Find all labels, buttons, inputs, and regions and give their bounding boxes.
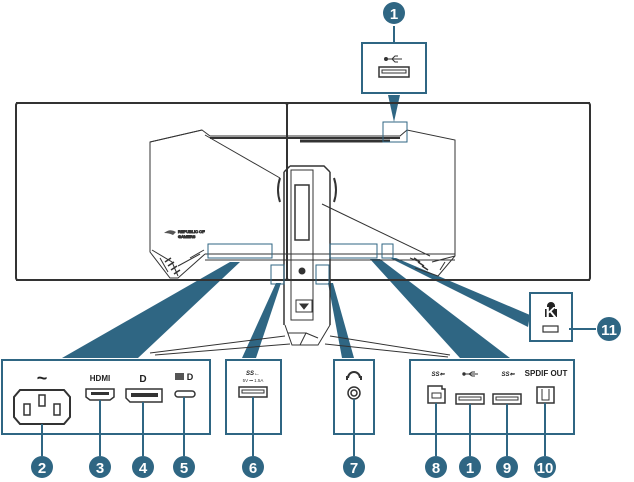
usb-a-port — [455, 393, 485, 405]
usb-c-dp-logo-icon — [175, 373, 184, 380]
usb-a-port — [378, 66, 410, 78]
stand-release-arrow — [298, 303, 310, 310]
usb3-ss-label: SS⇐ — [431, 372, 445, 378]
usb-a-port — [492, 393, 522, 405]
callout-number-badge — [383, 2, 405, 24]
rog-logo-icon — [164, 230, 176, 235]
lock-icon — [545, 302, 557, 317]
wedge-usb3 — [242, 283, 281, 358]
usb-b-icon — [427, 385, 446, 404]
callout-number-badge — [459, 456, 481, 478]
spdif-icon — [536, 386, 555, 404]
usb-icon — [462, 371, 478, 377]
callout-usb3: SS← 5V ⎓ 1.5A 6 — [225, 359, 282, 478]
callout-number: 9 — [503, 460, 511, 477]
stand-slot — [294, 184, 310, 241]
usb3-ss-label: SS⇐ — [501, 372, 515, 378]
stand-button — [298, 267, 306, 275]
callout-number: 4 — [139, 460, 148, 477]
callout-number-badge — [173, 456, 195, 478]
highlight-usb3 — [270, 264, 285, 285]
callout-right-ports: SS⇐ SS⇐ SPDIF OUT 8 1 9 — [409, 359, 575, 478]
callout-left-ports: ~ HDMI D D 2 3 4 5 — [1, 359, 211, 478]
callout-number-badge — [31, 456, 53, 478]
rog-text-line1: REPUBLIC OF — [178, 229, 205, 234]
hdmi-label: HDMI — [90, 374, 110, 383]
callout-top-usb: 1 — [361, 2, 427, 94]
callout-number-badge — [496, 456, 518, 478]
wedge-top-usb — [388, 95, 400, 122]
headphone-icon — [346, 371, 362, 380]
usb-c-icon — [174, 390, 196, 398]
callout-number-badge — [132, 456, 154, 478]
callout-number: 6 — [249, 460, 257, 477]
callout-number-badge — [597, 317, 621, 341]
lock-k-label: K — [546, 304, 557, 321]
highlight-top-usb — [382, 121, 408, 143]
wedge-right-ports — [370, 259, 510, 358]
wedge-left-ports — [62, 262, 240, 358]
callout-number-badge — [534, 456, 556, 478]
callout-number: 8 — [432, 460, 440, 477]
callout-number: 11 — [601, 322, 617, 339]
ac-symbol: ~ — [37, 368, 48, 388]
usb-icon — [384, 55, 402, 63]
rog-text-line2: GAMERS — [178, 234, 196, 239]
usbc-dp-label: D — [187, 372, 194, 382]
dp-label: D — [139, 374, 146, 385]
monitor: REPUBLIC OF GAMERS — [15, 102, 591, 358]
callout-number: 7 — [350, 460, 358, 477]
spdif-label: SPDIF OUT — [525, 369, 568, 378]
callout-lock: K 11 — [529, 292, 621, 342]
wedge-lock — [390, 258, 530, 327]
highlight-left-ports — [207, 243, 273, 259]
callout-number-badge — [89, 456, 111, 478]
callout-number: 10 — [537, 460, 554, 477]
highlight-headphone — [315, 264, 330, 285]
highlight-right-ports — [329, 243, 378, 259]
highlight-lock — [381, 243, 394, 259]
usb-a-port — [238, 386, 268, 398]
usb3-rating-label: 5V ⎓ 1.5A — [243, 378, 264, 383]
stand-base — [284, 324, 331, 346]
usb3-ss-label: SS← — [246, 371, 260, 377]
callout-number-badge — [242, 456, 264, 478]
callout-number: 1 — [390, 6, 398, 23]
callout-number-badge — [343, 456, 365, 478]
callout-number: 2 — [38, 460, 46, 477]
callout-wedges — [62, 95, 530, 358]
callout-number: 3 — [96, 460, 104, 477]
callout-number: 1 — [466, 460, 474, 477]
callout-headphone: 7 — [333, 359, 375, 478]
monitor-frame-right — [286, 102, 591, 281]
lock-slot — [542, 325, 559, 333]
callout-number-badge — [425, 456, 447, 478]
callout-number: 5 — [180, 460, 188, 477]
